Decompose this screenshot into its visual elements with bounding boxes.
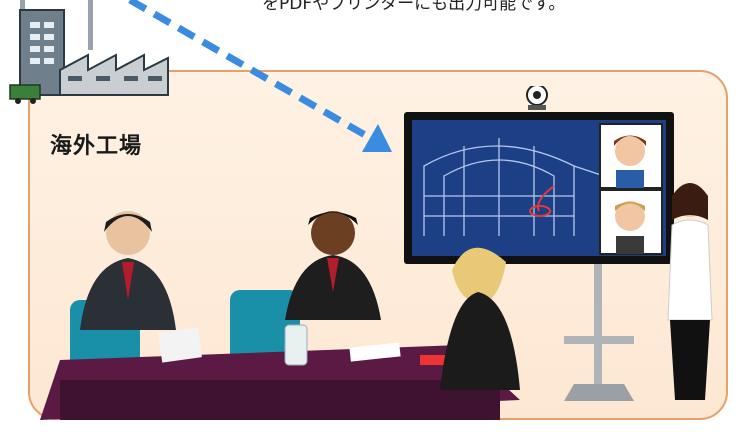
factory-icon	[9, 0, 169, 104]
caption-text: をPDFやプリンターにも出力可能です。	[262, 0, 566, 14]
display-board	[404, 86, 674, 401]
webcam-icon	[526, 86, 548, 110]
location-label: 海外工場	[50, 134, 143, 159]
